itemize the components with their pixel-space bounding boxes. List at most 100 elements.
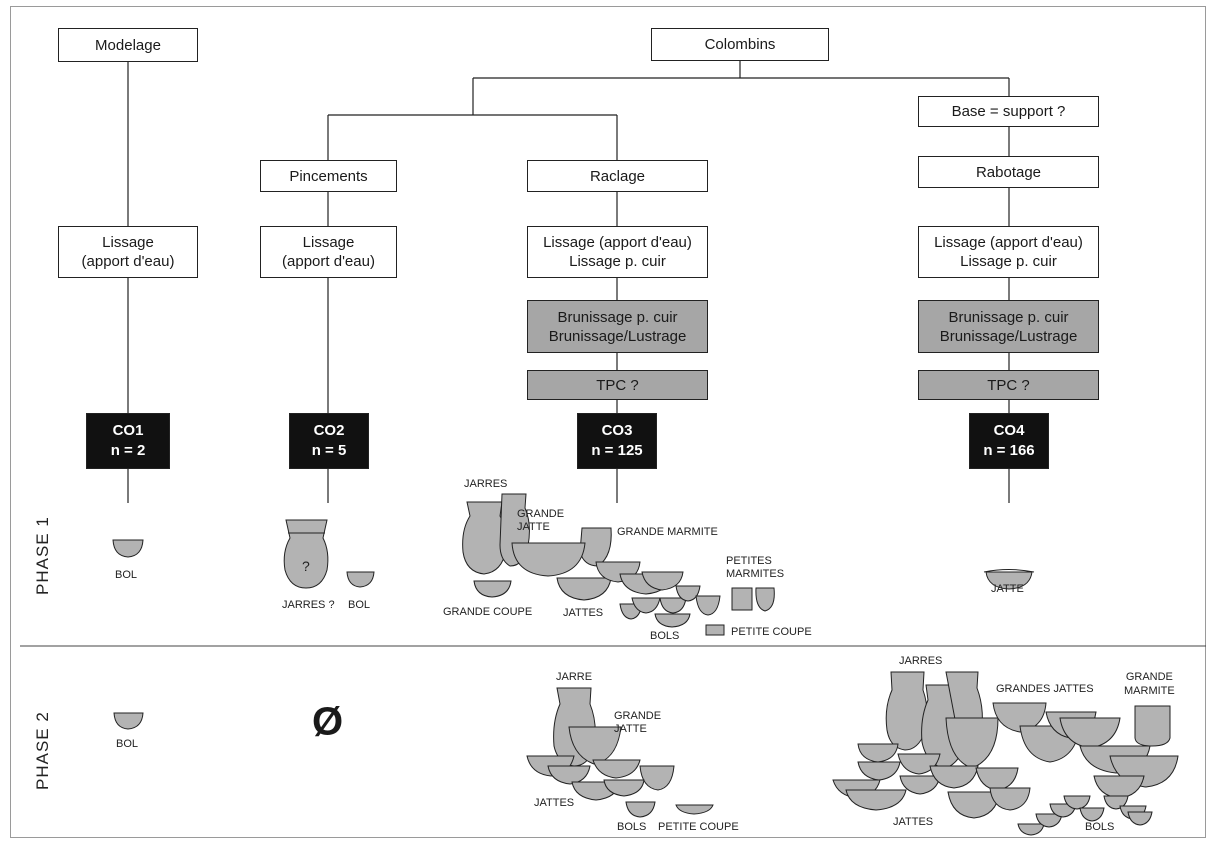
modelage-label: Modelage [95, 36, 161, 54]
vessel-jatte [639, 765, 675, 791]
diagram-frame [10, 6, 1206, 838]
p1-co3-grande-jatte-line2: JATTE [517, 521, 550, 533]
vessel-bol [659, 597, 687, 614]
co4-lissage-line2: Lissage p. cuir [960, 253, 1057, 270]
co2-count: n = 5 [311, 442, 347, 459]
pincements-label: Pincements [289, 167, 368, 185]
vessel-bol [654, 613, 691, 628]
p2-co3-grande-jatte-line1: GRANDE [614, 710, 662, 722]
vessel-grande-jatte [511, 542, 586, 577]
vessel-bol [346, 571, 375, 588]
co2-lissage-line2: (apport d'eau) [282, 253, 375, 270]
vessel-bol [1127, 811, 1153, 826]
vessel-jatte [985, 571, 1033, 590]
vessel-bol [113, 712, 144, 730]
vessel-jatte [989, 787, 1031, 811]
p2-co4-grande-marmite-line1: GRANDE [1125, 671, 1173, 683]
vessel-bol [695, 595, 721, 616]
co3-lissage-line1: Lissage (apport d'eau) [543, 234, 692, 251]
co1-lissage-box: Lissage (apport d'eau) [58, 226, 198, 278]
p1-co3-petite-coupe-label: PETITE COUPE [731, 626, 812, 638]
vessel-jatte [641, 571, 684, 591]
co1-lissage-line2: (apport d'eau) [81, 253, 175, 270]
base-support-label: Base = support ? [951, 103, 1066, 120]
vessel-jatte [556, 577, 612, 601]
co3-lissage-box: Lissage (apport d'eau)Lissage p. cuir [527, 226, 708, 278]
p1-co3-grande-coupe-label: GRANDE COUPE [443, 606, 533, 618]
vessel-bol [631, 597, 661, 614]
co3-brunissage-line2: Brunissage/Lustrage [548, 327, 687, 345]
p1-co4-jatte-label: JATTE [991, 583, 1024, 595]
vessel-jatte [857, 743, 899, 763]
vessel-jatte [592, 759, 641, 779]
vessel-jarre [885, 671, 928, 751]
co4-brunissage-line2: Brunissage/Lustrage [939, 327, 1078, 345]
co1-lissage-line1: Lissage [102, 234, 154, 251]
p1-co3-grande-jatte-label: GRANDE JATTE [517, 508, 564, 534]
p2-co4-grande-marmite-line2: MARMITE [1124, 685, 1175, 697]
p2-co4-bols-label: BOLS [1085, 821, 1115, 833]
p2-co2-empty-symbol: Ø [312, 700, 344, 744]
vessel-jatte-rim [983, 569, 1035, 573]
p2-co3-grande-jatte-line2: JATTE [614, 723, 647, 735]
colombins-box: Colombins [651, 28, 829, 61]
p1-co3-petites-marmites-line2: MARMITES [726, 568, 785, 580]
vessel-bol [1017, 823, 1045, 836]
vessel-bol [112, 539, 144, 558]
vessel-coupe [675, 804, 714, 815]
p2-co3-jarre-label: JARRE [556, 671, 593, 683]
co3-brunissage-line1: Brunissage p. cuir [557, 308, 678, 326]
p2-co3-petite-coupe-label: PETITE COUPE [658, 821, 739, 833]
p1-co3-jattes-label: JATTES [563, 607, 604, 619]
p2-co3-grande-jatte-label: GRANDE JATTE [614, 710, 661, 736]
vessel-bol [1035, 813, 1063, 828]
vessel-jatte [603, 779, 645, 797]
vessel-jatte [975, 767, 1019, 791]
vessel-jarre [283, 519, 329, 589]
vessel-bol [1079, 807, 1105, 822]
p2-co3-bols-label: BOLS [617, 821, 647, 833]
colombins-label: Colombins [704, 36, 776, 53]
vessel-jatte [845, 789, 907, 811]
co4-count: n = 166 [983, 442, 1035, 459]
p1-co3-bols-label: BOLS [650, 630, 680, 642]
rabotage-box: Rabotage [918, 156, 1099, 188]
modelage-box: Modelage [58, 28, 198, 62]
p1-co3-grande-jatte-line1: GRANDE [517, 508, 565, 520]
p1-co2-jarres-label: JARRES ? [282, 599, 335, 611]
vessel-coupe [705, 624, 725, 636]
co3-count: n = 125 [591, 442, 643, 459]
vessel-marmite [731, 587, 753, 611]
co4-lissage-box: Lissage (apport d'eau)Lissage p. cuir [918, 226, 1099, 278]
base-support-box: Base = support ? [918, 96, 1099, 127]
co3-tpc-box: TPC ? [527, 370, 708, 400]
p2-co1-bol-label: BOL [116, 738, 139, 750]
co2-lissage-line1: Lissage [302, 234, 355, 251]
pincements-box: Pincements [260, 160, 397, 192]
co4-tpc-box: TPC ? [918, 370, 1099, 400]
p1-co2-question-label: ? [302, 558, 310, 574]
co4-tpc-label: TPC ? [987, 376, 1030, 394]
p2-co4-jattes-label: JATTES [893, 816, 934, 828]
vessel-jatte [992, 702, 1047, 733]
p2-co4-grande-marmite-label: GRANDE MARMITE [1124, 670, 1175, 698]
co4-code: CO4 [993, 422, 1025, 439]
vessel-jatte [857, 761, 901, 781]
vessel-bol [625, 801, 656, 818]
p2-co4-jarres-label: JARRES [899, 655, 943, 667]
co4-group-box: CO4 n = 166 [969, 413, 1049, 469]
vessel-jatte [929, 765, 979, 789]
co3-code: CO3 [601, 422, 633, 439]
co2-lissage-box: Lissage (apport d'eau) [260, 226, 397, 278]
co3-tpc-label: TPC ? [596, 376, 639, 394]
vessel-marmite [755, 587, 775, 612]
vessel-coupe [473, 580, 512, 598]
raclage-label: Raclage [589, 167, 646, 185]
vessel-jatte [547, 765, 591, 785]
